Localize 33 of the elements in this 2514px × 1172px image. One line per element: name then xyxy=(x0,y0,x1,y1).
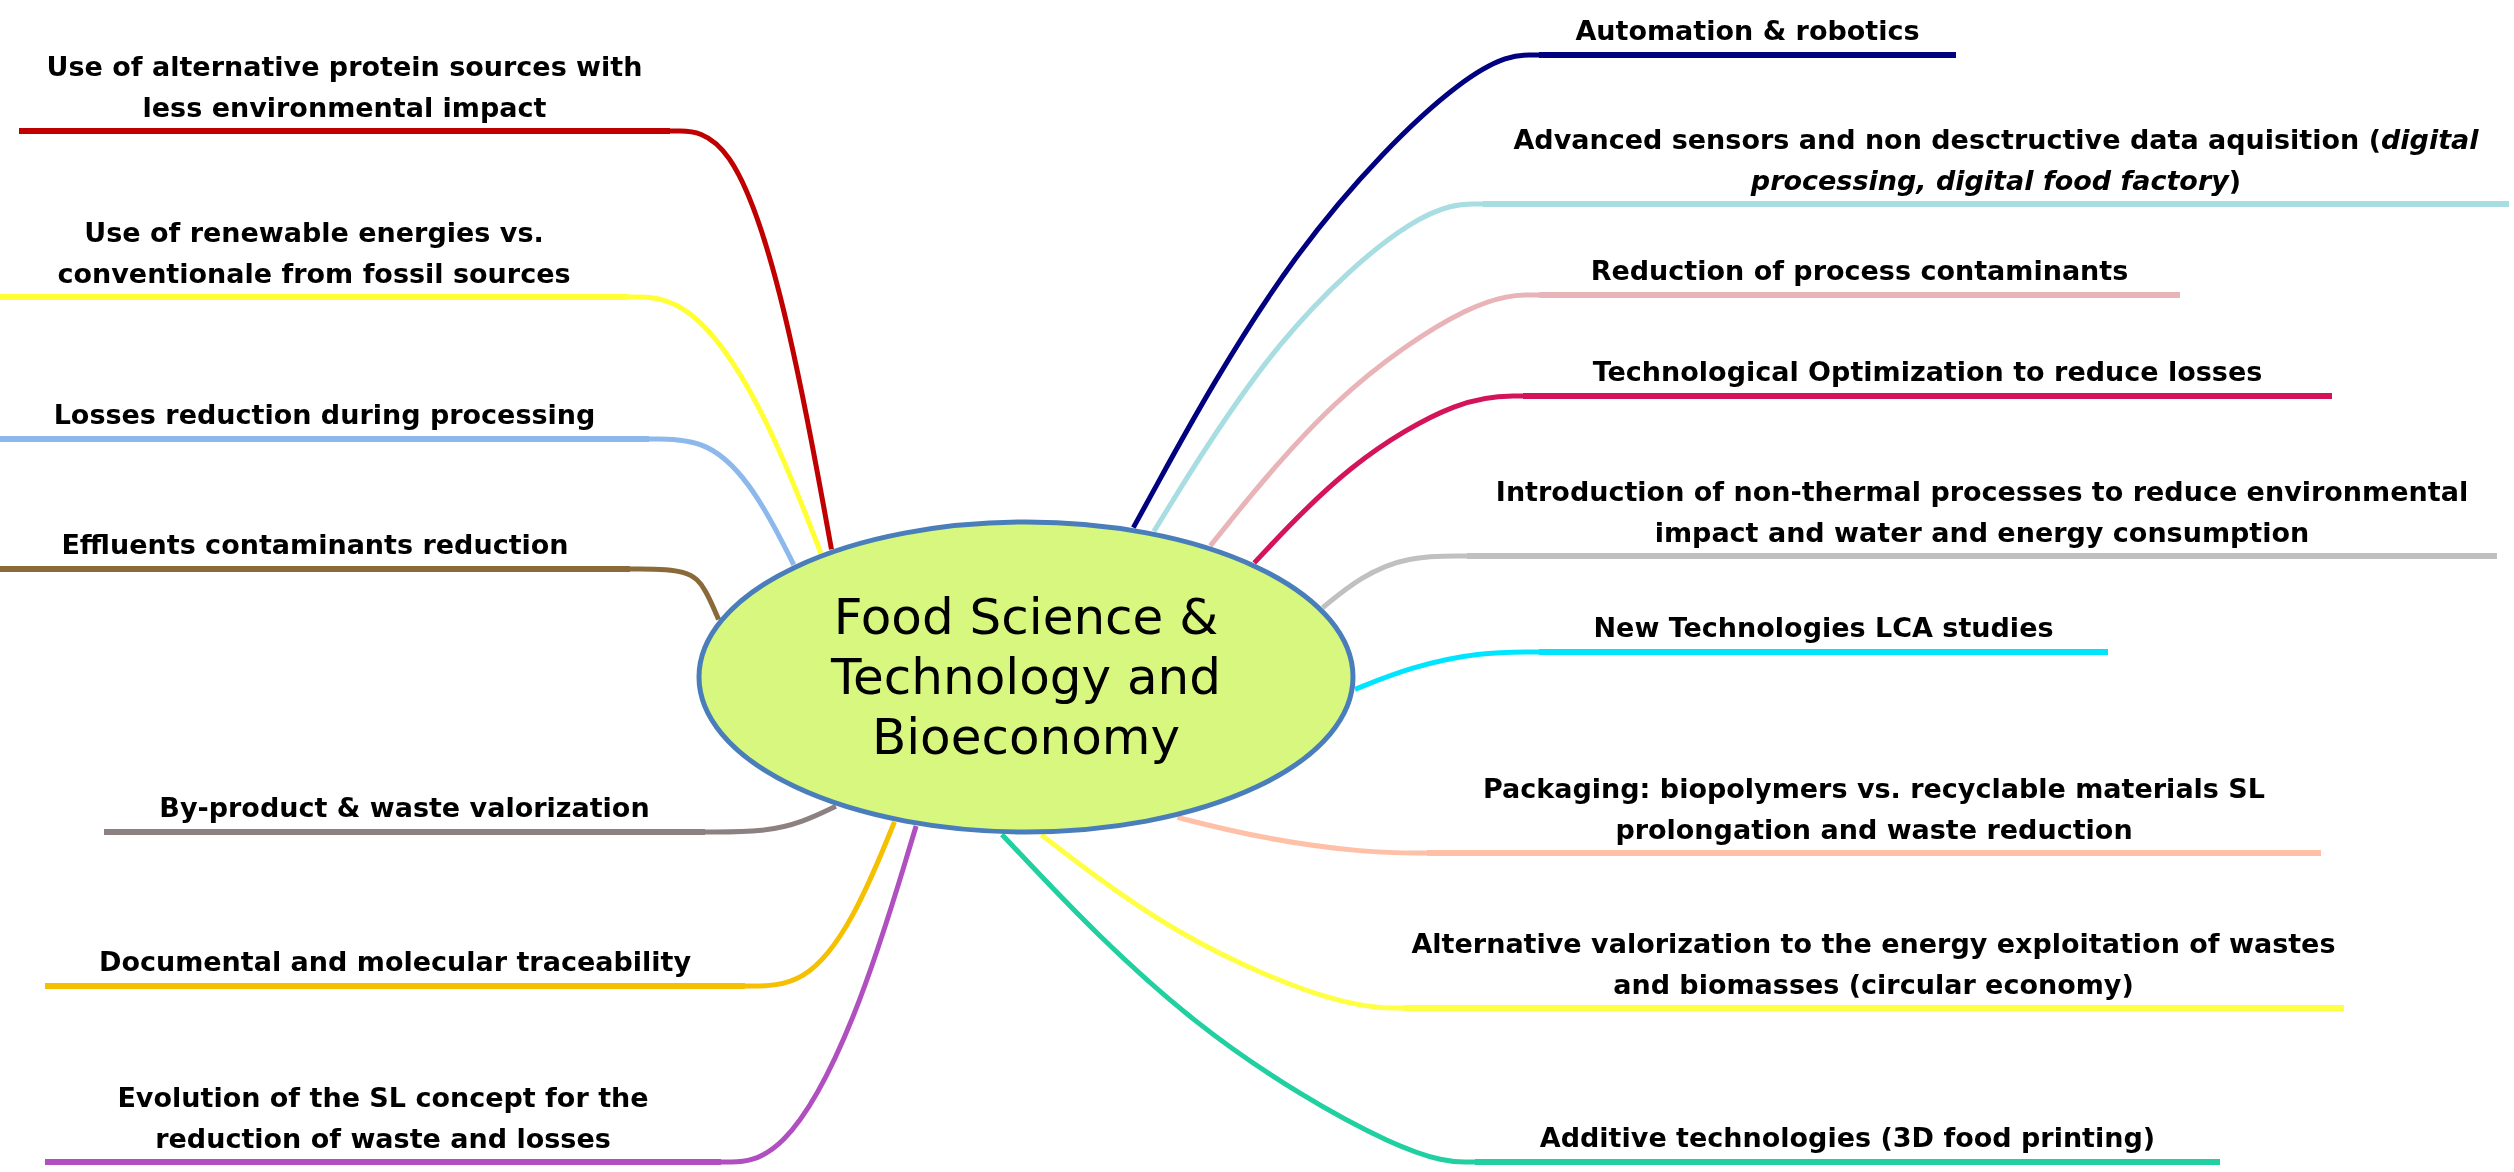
branch-text: Effluents contaminants reduction xyxy=(61,528,569,562)
branch-text: By-product & waste valorization xyxy=(159,791,650,825)
branch-line xyxy=(1176,814,1427,856)
branch-text: Automation & robotics xyxy=(1575,14,1920,48)
branch-line xyxy=(1252,393,1523,565)
branch-text: Documental and molecular traceability xyxy=(98,945,692,979)
branch-text: Use of alternative protein sources with less environmental impact xyxy=(45,50,644,125)
branch-line xyxy=(1039,832,1403,1011)
branch-text: Reduction of process contaminants xyxy=(1590,254,2129,288)
branch-text: Packaging: biopolymers vs. recyclable materials SL prolongation and waste reduction xyxy=(1482,772,2266,847)
branch-line xyxy=(1354,649,1539,692)
branch-line xyxy=(649,436,796,566)
branch-text: Alternative valorization to the energy exploitation of wastes and biomasses (circular economy) xyxy=(1410,927,2337,1002)
branch-text: Evolution of the SL concept for the reduction of waste and losses xyxy=(116,1081,650,1156)
branch-text: Additive technologies (3D food printing) xyxy=(1539,1121,2156,1155)
branch-text: New Technologies LCA studies xyxy=(1593,611,2054,645)
branch-line xyxy=(705,803,837,835)
branch-line xyxy=(630,566,721,621)
branch-line xyxy=(628,294,824,555)
branch-line xyxy=(1000,832,1475,1165)
branch-line xyxy=(1208,292,1539,548)
branch-line xyxy=(1131,52,1539,529)
branch-text: Use of renewable energies vs. conventionale from fossil sources xyxy=(56,216,572,291)
branch-line xyxy=(721,825,919,1165)
branch-line xyxy=(1321,553,1467,610)
branch-text: Technological Optimization to reduce losses xyxy=(1592,355,2263,389)
branch-text: Advanced sensors and non desctructive data aquisition (digital processing, digital food factory) xyxy=(1512,123,2480,198)
branch-line xyxy=(1151,201,1483,533)
branch-text: Losses reduction during processing xyxy=(53,398,596,432)
branch-line xyxy=(745,820,897,989)
central-topic-text: Food Science & Technology and Bioeconomy xyxy=(829,587,1222,767)
branch-line xyxy=(670,128,834,550)
branch-text: Introduction of non-thermal processes to reduce environmental impact and water and energy consumption xyxy=(1494,475,2470,550)
